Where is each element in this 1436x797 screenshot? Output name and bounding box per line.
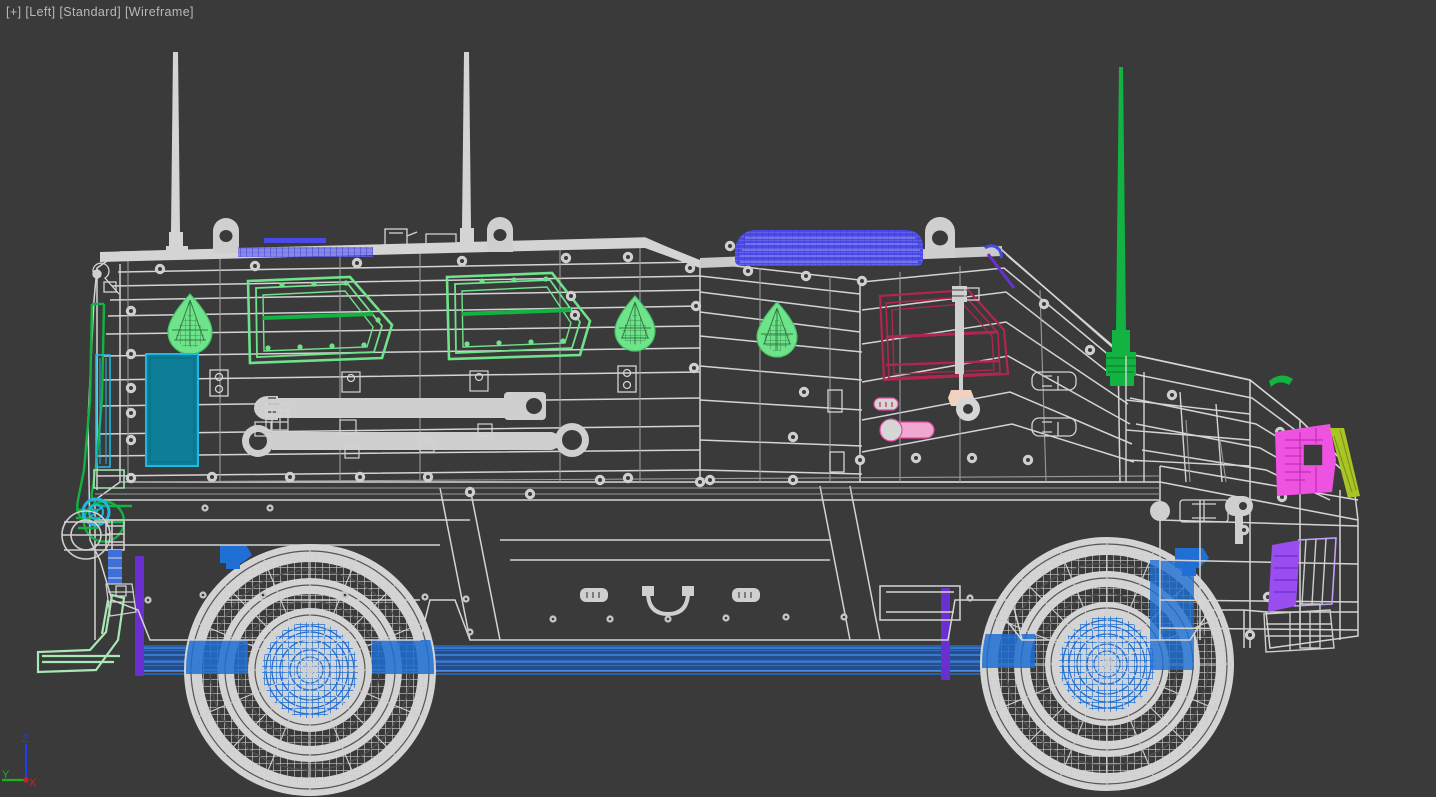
vehicle-body bbox=[87, 237, 1359, 649]
door-ring bbox=[956, 397, 980, 421]
pioneer-tools bbox=[242, 370, 589, 459]
rear-strip-olive bbox=[1330, 428, 1360, 498]
viewport-label[interactable]: [+] [Left] [Standard] [Wireframe] bbox=[6, 5, 194, 19]
door-window-crimson bbox=[878, 288, 1010, 382]
tool-brackets bbox=[254, 370, 493, 459]
tool-upper bbox=[254, 392, 546, 420]
axis-z-label: Z bbox=[22, 733, 29, 745]
rear-suspension-strut bbox=[941, 588, 950, 680]
side-window-rear bbox=[445, 271, 592, 361]
body-panel-lines-secondary bbox=[95, 240, 1227, 495]
front-lower-plate bbox=[105, 583, 137, 617]
wheel-front bbox=[184, 544, 436, 796]
rear-bumper bbox=[1263, 603, 1335, 653]
world-axis-tripod: X Y Z bbox=[0, 716, 96, 797]
roof-hatch-rear bbox=[925, 217, 955, 258]
roof-hatch-front bbox=[213, 218, 239, 253]
front-suspension-strut bbox=[135, 556, 144, 676]
side-access-panel[interactable] bbox=[145, 353, 199, 467]
roof-hatch-mid bbox=[487, 217, 513, 252]
marker-lamp-3 bbox=[756, 301, 798, 358]
rear-green-clip bbox=[1269, 375, 1293, 387]
axis-x-label: X bbox=[29, 777, 37, 789]
roof-box bbox=[384, 228, 418, 248]
front-winch bbox=[61, 510, 125, 560]
sill-details bbox=[580, 586, 760, 617]
rear-lamp-violet bbox=[1268, 537, 1337, 612]
marker-lamp-2 bbox=[614, 295, 656, 352]
axis-y-label: Y bbox=[2, 769, 10, 781]
front-step bbox=[36, 469, 126, 674]
door-window-hardware bbox=[948, 286, 974, 406]
front-blue-bracket bbox=[108, 550, 122, 584]
tail-light-magenta bbox=[1275, 424, 1336, 496]
front-hub-ring bbox=[81, 497, 111, 527]
marker-lamp-1 bbox=[167, 293, 213, 355]
roof-light-bar bbox=[735, 230, 923, 266]
roof-small-fittings bbox=[92, 233, 1016, 301]
side-window-front bbox=[246, 275, 394, 365]
roof-rail-strip bbox=[238, 238, 373, 257]
roof-antenna-front bbox=[166, 52, 188, 256]
rear-upper-frame bbox=[1125, 356, 1251, 483]
panel-fittings bbox=[209, 365, 1253, 544]
door-keyhole bbox=[873, 397, 899, 411]
axis-origin-point bbox=[23, 777, 29, 783]
wheel-rear bbox=[980, 537, 1234, 791]
rear-whip-antenna bbox=[1106, 67, 1136, 386]
door-handle bbox=[879, 418, 935, 442]
mirror-glass bbox=[95, 354, 111, 468]
roof-antenna-rear bbox=[457, 52, 477, 252]
